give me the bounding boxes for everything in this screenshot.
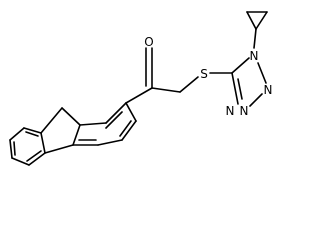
- bond: [79, 122, 107, 126]
- bond: [13, 141, 16, 156]
- bond: [72, 124, 81, 146]
- nitrogen-atom-label: N: [226, 104, 235, 118]
- bond: [61, 107, 81, 126]
- bond: [121, 120, 137, 141]
- bond: [26, 150, 42, 162]
- bond: [125, 102, 137, 122]
- sulfur-atom-label: S: [200, 67, 208, 81]
- bond: [151, 87, 181, 93]
- bond: [237, 78, 243, 100]
- bond: [253, 28, 257, 49]
- bond: [44, 144, 74, 154]
- bond: [246, 11, 257, 30]
- bond: [105, 102, 127, 124]
- bond: [40, 132, 46, 154]
- bond: [105, 111, 123, 129]
- molecule-structure: O S N N N N: [9, 11, 273, 166]
- bond: [231, 57, 250, 74]
- bond-lines: [9, 11, 268, 166]
- bond: [9, 127, 25, 141]
- molecule-canvas: O S N N N N: [9, 11, 273, 166]
- bond: [11, 157, 30, 166]
- bond: [257, 62, 267, 84]
- bond: [179, 76, 199, 93]
- oxygen-atom-label: O: [144, 35, 153, 49]
- bond: [40, 107, 63, 134]
- bond: [9, 139, 13, 159]
- bond: [28, 152, 46, 166]
- bond: [119, 120, 132, 137]
- bond: [23, 127, 42, 134]
- nitrogen-atom-label: N: [240, 104, 249, 118]
- bond: [231, 72, 239, 105]
- bond: [97, 139, 123, 146]
- bond: [125, 87, 153, 104]
- bond: [25, 131, 39, 137]
- nitrogen-atom-label: N: [264, 83, 273, 97]
- bond: [255, 11, 268, 30]
- nitrogen-atom-label: N: [250, 49, 259, 63]
- bond: [249, 93, 263, 107]
